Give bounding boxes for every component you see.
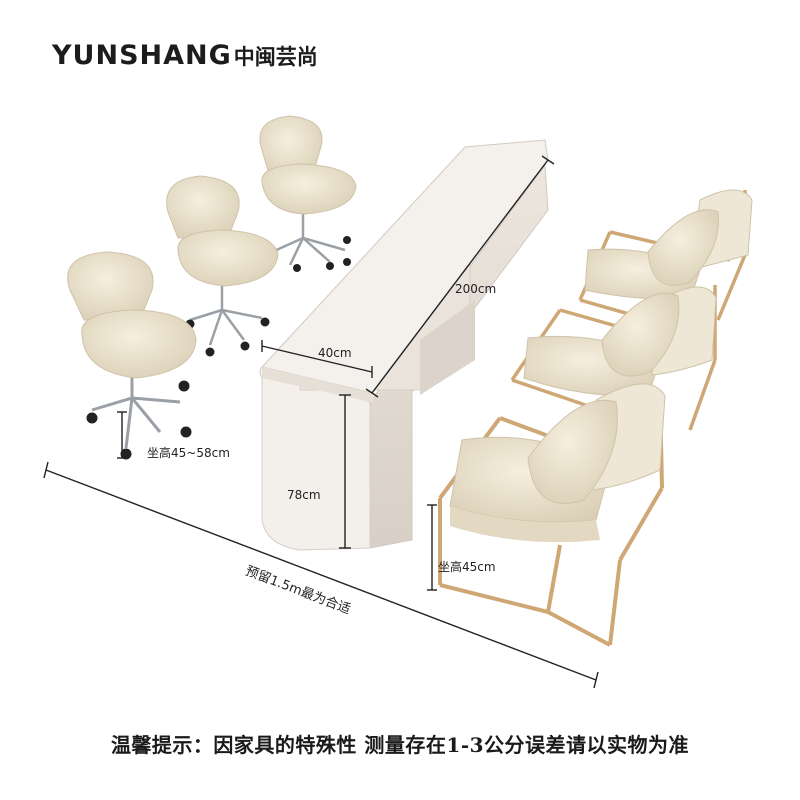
armchair-front <box>438 383 666 647</box>
swivel-stool-middle <box>166 175 279 357</box>
chair-seat-height-label: 坐高45cm <box>438 560 496 574</box>
armchair-back <box>578 189 753 322</box>
table-width-label: 40cm <box>318 346 352 360</box>
measurement-notice: 温馨提示：因家具的特殊性 测量存在1-3公分误差请以实物为准 <box>110 733 690 757</box>
brand-name-cn: 中闽芸尚 <box>233 45 318 69</box>
table-length-label: 200cm <box>455 282 497 296</box>
stool-seat-height-label: 坐高45~58cm <box>147 446 230 460</box>
manicure-table <box>259 139 549 551</box>
swivel-stool-front <box>67 251 197 460</box>
dimension-lines <box>43 155 599 689</box>
table-height-label: 78cm <box>287 488 321 502</box>
brand-name-en: YUNSHANG <box>52 40 232 71</box>
brand-logo: YUNSHANG 中闽芸尚 <box>52 40 318 71</box>
